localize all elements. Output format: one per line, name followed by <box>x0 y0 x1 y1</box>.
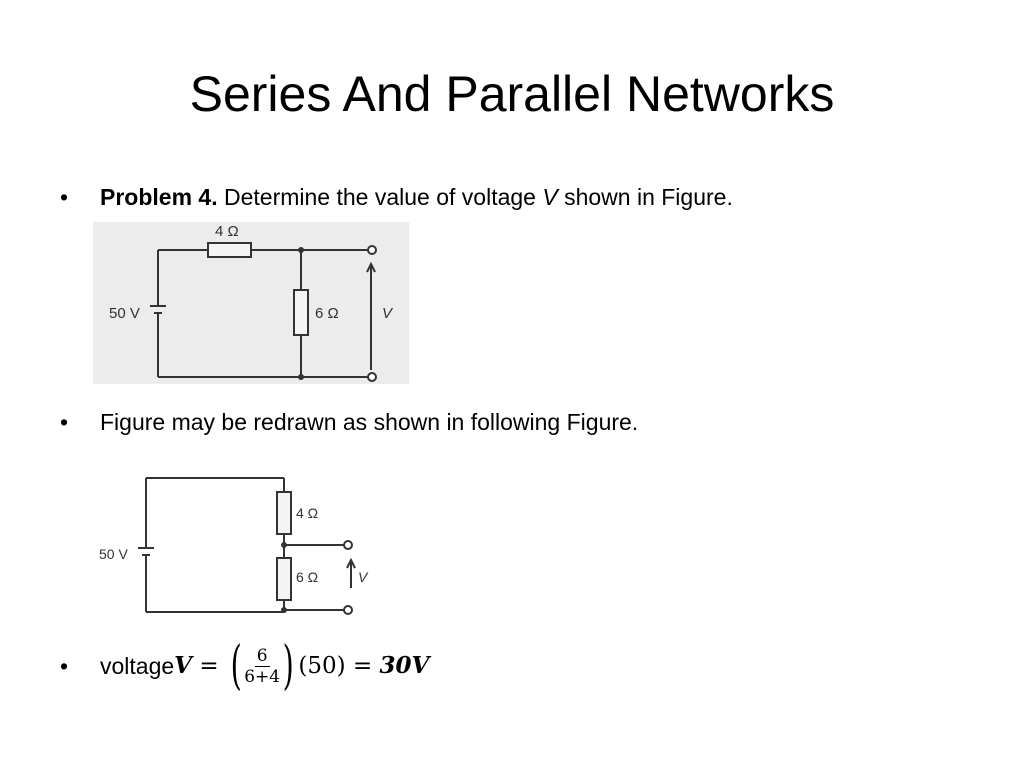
problem-text-post: shown in Figure. <box>557 184 733 210</box>
bullet-dot: • <box>60 653 69 679</box>
fraction: 6 6+4 <box>244 646 280 687</box>
equals-sign-2: = <box>345 653 380 679</box>
fig2-r2-label: 6 Ω <box>296 569 318 585</box>
fig2-r1-label: 4 Ω <box>296 505 318 521</box>
fig1-source-label: 50 V <box>109 305 140 322</box>
fraction-numerator: 6 <box>254 645 270 667</box>
redrawn-text: Figure may be redrawn as shown in follow… <box>100 409 639 435</box>
slide-title: Series And Parallel Networks <box>189 66 835 122</box>
equation-result: 30V <box>379 652 430 679</box>
bullet-problem: • Problem 4. Determine the value of volt… <box>60 182 733 212</box>
problem-label: Problem 4. <box>100 184 218 210</box>
formula-label: voltage <box>100 653 175 679</box>
circuit-figure-original: 4 Ω 6 Ω 50 V V <box>93 222 409 384</box>
equals-sign: = <box>192 653 226 679</box>
fraction-denominator: 6+4 <box>244 666 281 687</box>
bullet-redrawn: • Figure may be redrawn as shown in foll… <box>60 407 638 437</box>
fig2-source-label: 50 V <box>99 546 128 562</box>
fig1-r1-label: 4 Ω <box>215 223 239 240</box>
voltage-equation: V = ( 6 6+4 ) (50) = 30V <box>174 636 430 696</box>
fig2-output-label: V <box>358 569 369 585</box>
bullet-dot: • <box>60 409 69 435</box>
equation-lhs: V <box>174 652 193 679</box>
fig1-output-label: V <box>382 305 394 322</box>
bullet-formula: • voltage V = ( 6 6+4 ) (50) = 30V <box>60 640 429 692</box>
bullet-dot: • <box>60 184 69 210</box>
fig1-r2-label: 6 Ω <box>315 305 339 322</box>
problem-text-pre: Determine the value of voltage <box>217 184 543 210</box>
problem-variable: V <box>542 184 558 210</box>
equation-multiplier: (50) <box>298 653 346 679</box>
circuit-figure-redrawn: 4 Ω 6 Ω 50 V V <box>95 474 387 620</box>
